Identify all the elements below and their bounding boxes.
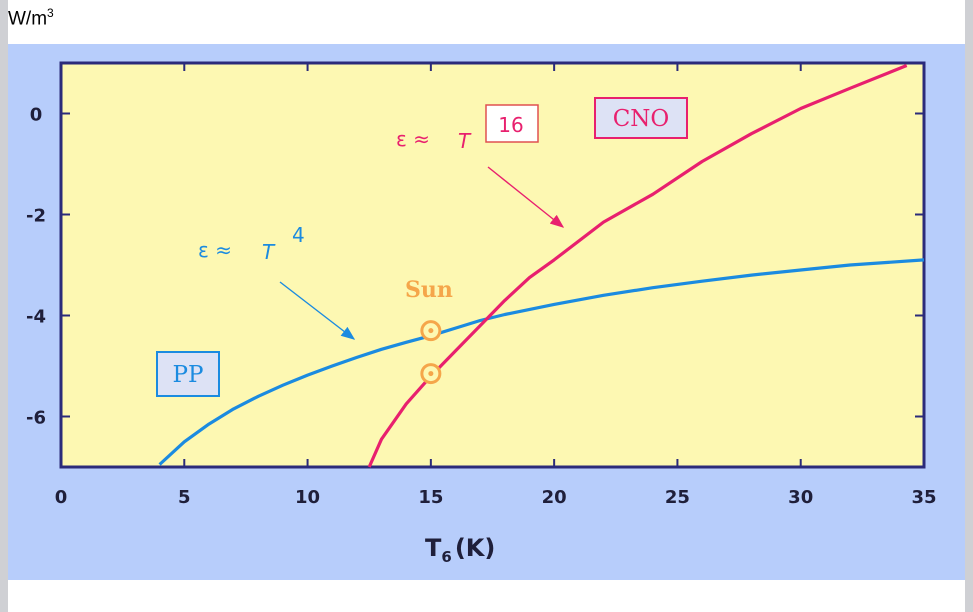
cno-box-label: CNO — [613, 106, 670, 132]
axes: 0 5 10 15 20 25 30 35 0 -2 -4 -6 — [26, 63, 937, 508]
x-tick-label: 10 — [295, 487, 320, 508]
cno-equation-var: T — [458, 129, 472, 153]
y-unit-label: W/m3 — [8, 6, 54, 30]
x-axis-label-var: T — [425, 534, 442, 562]
x-tick-label: 30 — [788, 487, 813, 508]
x-tick-label: 35 — [911, 487, 936, 508]
y-tick-label: -6 — [26, 408, 46, 429]
series-group — [158, 64, 925, 468]
pp-equation-var: T — [262, 240, 276, 264]
cno-exponent-box — [485, 104, 539, 143]
sun-cno-marker-dot — [428, 371, 434, 377]
pp-box-label: PP — [173, 362, 204, 388]
x-axis-label: T6(K) — [425, 534, 495, 566]
pp-equation-prefix: ε ≈ — [198, 238, 232, 262]
cno-box — [594, 97, 688, 139]
frame-edge-right — [965, 0, 973, 612]
frame-edge-left — [0, 0, 8, 612]
x-tick-label: 25 — [665, 487, 690, 508]
pp-arrow — [279, 281, 356, 340]
x-tick-label: 20 — [542, 487, 567, 508]
x-tick-label: 15 — [418, 487, 443, 508]
x-axis-label-sub: 6 — [441, 548, 451, 566]
x-tick-label: 0 — [55, 487, 68, 508]
cno-arrow — [487, 166, 565, 228]
cno-equation-exponent: 16 — [498, 113, 523, 137]
y-tick-label: -2 — [26, 206, 46, 227]
pp-box — [156, 351, 220, 397]
series-line-cno — [367, 64, 908, 468]
sun-pp-marker-dot — [428, 328, 434, 334]
y-unit-base: W/m — [8, 8, 48, 30]
x-axis-label-unit: (K) — [455, 534, 496, 562]
sun-label: Sun — [405, 277, 453, 303]
y-tick-label: -4 — [26, 307, 46, 328]
cno-equation-prefix: ε ≈ — [396, 127, 430, 151]
pp-equation-exponent: 4 — [292, 223, 305, 247]
y-unit-exponent: 3 — [47, 6, 54, 20]
y-tick-label: 0 — [30, 105, 43, 126]
x-tick-label: 5 — [178, 487, 191, 508]
